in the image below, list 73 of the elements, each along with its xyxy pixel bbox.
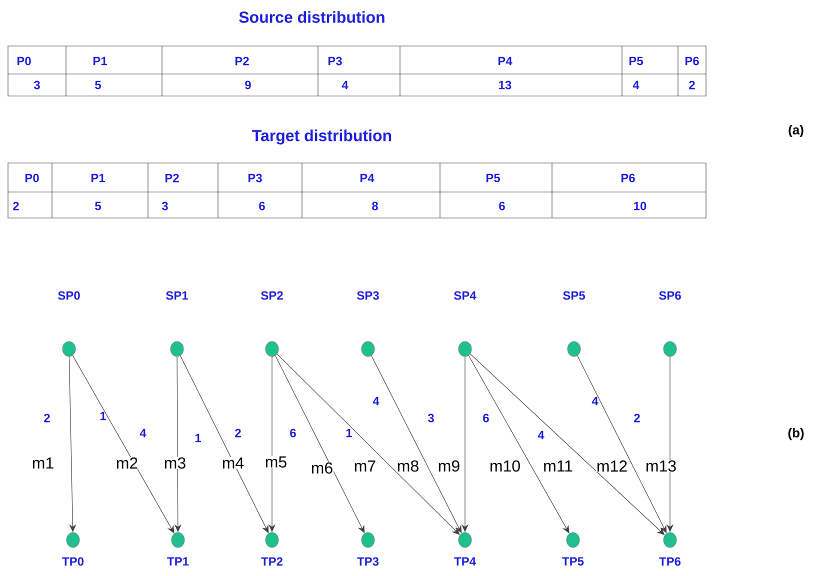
table-cell-text: P3 bbox=[248, 174, 262, 182]
table-cell-text: 3 bbox=[34, 80, 40, 90]
node-label: TP0 bbox=[62, 557, 84, 566]
table-cell-text: 5 bbox=[95, 202, 101, 210]
node-label: SP4 bbox=[454, 291, 476, 300]
weight-label: 1 bbox=[195, 434, 201, 442]
node-label: SP3 bbox=[357, 291, 379, 300]
weight-label: 4 bbox=[140, 428, 146, 438]
table-cell-text: 6 bbox=[499, 202, 505, 210]
title: Source distribution bbox=[239, 11, 384, 23]
arrow bbox=[276, 354, 460, 535]
node-label: TP6 bbox=[659, 557, 681, 566]
edge-label: m11 bbox=[542, 460, 574, 472]
weight-label: 2 bbox=[634, 414, 640, 422]
node-label: TP2 bbox=[261, 557, 283, 566]
weight-label: 2 bbox=[44, 414, 50, 422]
weight-label: 3 bbox=[428, 414, 434, 422]
table-cell-text: P0 bbox=[17, 56, 31, 66]
table-cell-text: 4 bbox=[632, 80, 640, 90]
edge-label: m7 bbox=[353, 460, 377, 472]
panel-label: (a) bbox=[788, 124, 804, 138]
table-cell-text: 6 bbox=[259, 202, 265, 210]
table-cell-text: 13 bbox=[499, 80, 512, 90]
table-cell-text: 10 bbox=[634, 202, 646, 210]
weight-label: 4 bbox=[538, 430, 544, 440]
node-label: SP1 bbox=[166, 291, 188, 300]
weight-label: 6 bbox=[290, 428, 296, 438]
edge-label: m6 bbox=[310, 462, 334, 474]
table-cell-text: P4 bbox=[498, 56, 512, 66]
edge-label: m9 bbox=[437, 460, 461, 472]
weight-label: 4 bbox=[372, 396, 380, 406]
table-cell-text: P6 bbox=[685, 56, 699, 66]
edge-label: m13 bbox=[644, 460, 678, 472]
edge-label: m5 bbox=[264, 456, 288, 468]
table-cell-text: P6 bbox=[621, 174, 635, 182]
table-cell-text: 9 bbox=[245, 80, 251, 90]
table-cell-text: P3 bbox=[328, 56, 342, 66]
edge-label: m8 bbox=[396, 460, 420, 472]
table-cell-text: 2 bbox=[689, 80, 695, 90]
node-label: TP1 bbox=[167, 557, 189, 566]
table-cell-text: 3 bbox=[162, 202, 168, 210]
table-cell-text: 4 bbox=[342, 80, 348, 90]
edge-label: m10 bbox=[488, 460, 522, 472]
table-cell-text: P0 bbox=[25, 174, 39, 182]
node-label: TP3 bbox=[357, 557, 379, 566]
weight-label: 4 bbox=[592, 396, 598, 406]
table-cell-text: 8 bbox=[372, 202, 378, 210]
node-label: TP5 bbox=[562, 557, 584, 566]
weight-label: 6 bbox=[483, 414, 489, 422]
table-cell-text: 5 bbox=[95, 80, 101, 90]
node-label: TP4 bbox=[454, 557, 476, 566]
table-cell-text: P4 bbox=[360, 174, 374, 182]
edge-label: m1 bbox=[31, 457, 55, 469]
node-label: SP6 bbox=[659, 291, 681, 300]
table-cell-text: P1 bbox=[93, 56, 107, 66]
title: Target distribution bbox=[252, 130, 392, 144]
edge-label: m2 bbox=[115, 456, 139, 470]
weight-label: 2 bbox=[235, 428, 241, 438]
table-cell-text: P2 bbox=[165, 174, 179, 182]
node-label: SP5 bbox=[563, 291, 586, 300]
table-cell-text: P1 bbox=[91, 174, 105, 182]
weight-label: 1 bbox=[100, 412, 106, 420]
table-cell-text: P5 bbox=[486, 174, 500, 182]
panel-label: (b) bbox=[788, 428, 804, 440]
node-label: SP2 bbox=[261, 291, 283, 300]
table-cell-text: P5 bbox=[629, 56, 643, 66]
table-cell-text: 2 bbox=[13, 202, 19, 210]
edge-label: m4 bbox=[221, 457, 245, 469]
edge-label: m12 bbox=[596, 460, 628, 472]
node-label: SP0 bbox=[58, 291, 80, 300]
edge-label: m3 bbox=[163, 456, 187, 470]
table-cell-text: P2 bbox=[235, 56, 249, 66]
weight-label: 1 bbox=[346, 428, 352, 438]
